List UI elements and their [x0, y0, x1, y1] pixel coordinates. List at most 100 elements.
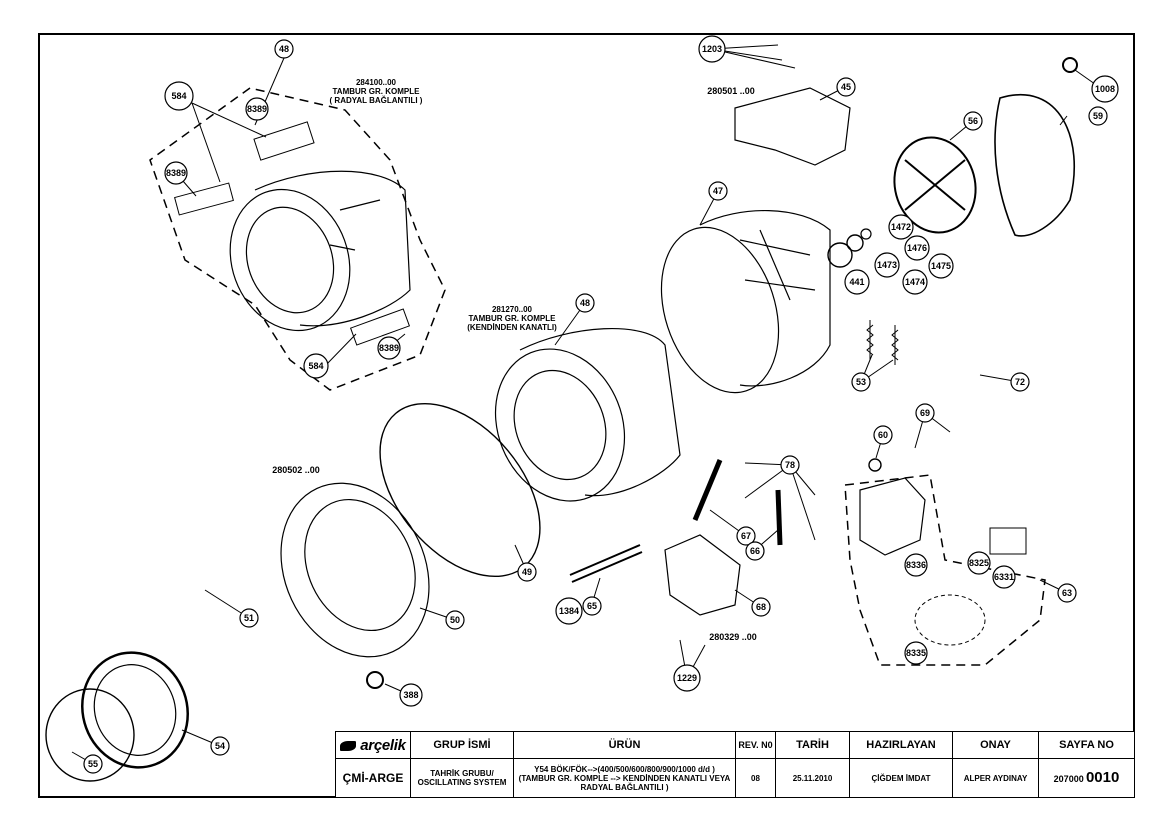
header-prepared: HAZIRLAYAN	[849, 731, 953, 759]
assembly-code: 280329 ..00	[709, 632, 757, 642]
callout-68: 68	[751, 597, 771, 617]
leader-lines	[71, 44, 1103, 765]
spring-53-left	[866, 320, 874, 360]
callout-51: 51	[239, 608, 259, 628]
motor-assembly-boundary	[844, 474, 1046, 666]
callout-65: 65	[582, 596, 602, 616]
seal-ring-49	[379, 402, 541, 578]
nut-60	[868, 458, 882, 472]
callout-label: 584	[171, 91, 186, 101]
callout-1203: 1203	[698, 35, 726, 63]
callout-label: 6331	[994, 572, 1014, 582]
drive-belt-59	[994, 94, 1075, 237]
approved-by: ALPER AYDINAY	[952, 758, 1039, 798]
callout-label: 8325	[969, 558, 989, 568]
paddle-584-bottom	[349, 308, 411, 346]
callout-label: 1008	[1095, 84, 1115, 94]
callout-label: 388	[403, 690, 418, 700]
drum-self-winged-drawing	[494, 327, 681, 502]
callout-label: 56	[968, 116, 978, 126]
callout-label: 8336	[906, 560, 926, 570]
paddle-584-top	[253, 121, 315, 161]
callout-72: 72	[1010, 372, 1030, 392]
callout-label: 441	[849, 277, 864, 287]
callout-label: 8389	[379, 343, 399, 353]
pulley-56	[893, 136, 977, 234]
callout-441: 441	[844, 269, 870, 295]
motor-63	[859, 477, 926, 556]
callout-584: 584	[303, 353, 329, 379]
connector-6331	[989, 527, 1027, 555]
header-date: TARİH	[775, 731, 850, 759]
brand-name: arçelik	[360, 736, 406, 754]
callout-48: 48	[274, 39, 294, 59]
callout-label: 1475	[931, 261, 951, 271]
page-sheet: 0010	[1085, 768, 1120, 786]
callout-label: 67	[741, 531, 751, 541]
callout-47: 47	[708, 181, 728, 201]
brand-logo-mark	[340, 740, 357, 751]
callout-49: 49	[517, 562, 537, 582]
callout-1476: 1476	[904, 235, 930, 261]
counterweight-45	[734, 87, 851, 166]
header-approved: ONAY	[952, 731, 1039, 759]
tub-47-drawing	[660, 210, 831, 394]
callout-label: 1384	[559, 606, 579, 616]
callout-label: 63	[1062, 588, 1072, 598]
callout-78: 78	[780, 455, 800, 475]
door-gasket-54	[81, 651, 189, 769]
callout-label: 1474	[905, 277, 925, 287]
callout-53: 53	[851, 372, 871, 392]
callout-66: 66	[745, 541, 765, 561]
seal-1472	[860, 228, 872, 240]
page-prefix: 207000	[1053, 773, 1084, 784]
callout-label: 584	[308, 361, 323, 371]
callout-56: 56	[963, 111, 983, 131]
callout-label: 66	[750, 546, 760, 556]
callout-59: 59	[1088, 106, 1108, 126]
callout-8389: 8389	[245, 97, 269, 121]
callout-8325: 8325	[967, 551, 991, 575]
callout-54: 54	[210, 736, 230, 756]
callout-67: 67	[736, 526, 756, 546]
page-number: 207000 0010	[1038, 758, 1135, 798]
callout-8336: 8336	[904, 553, 928, 577]
assembly-code: 280502 ..00	[272, 465, 320, 475]
callout-label: 60	[878, 430, 888, 440]
callout-label: 1476	[907, 243, 927, 253]
motor-bracket-280329	[664, 534, 741, 616]
callout-1475: 1475	[928, 253, 954, 279]
callout-label: 1203	[702, 44, 722, 54]
callout-label: 50	[450, 615, 460, 625]
callout-1229: 1229	[673, 664, 701, 692]
callout-label: 47	[713, 186, 723, 196]
gasket-ring-55	[45, 688, 135, 782]
header-rev: REV. N0	[735, 731, 776, 759]
bearing-441	[827, 242, 853, 268]
callout-label: 51	[244, 613, 254, 623]
assembly-code: 280501 ..00	[707, 86, 755, 96]
callout-label: 1229	[677, 673, 697, 683]
heater-1384	[569, 544, 643, 583]
callout-label: 8389	[166, 168, 186, 178]
product-description: Y54 BÖK/FÖK-->(400/500/600/800/900/1000 …	[513, 758, 736, 798]
drum-radial-drawing	[229, 170, 411, 332]
front-tub-50-drawing	[280, 482, 430, 658]
brand-logo: arçelik	[335, 731, 411, 759]
callout-label: 48	[279, 44, 289, 54]
prepared-by: ÇİĞDEM İMDAT	[849, 758, 953, 798]
group-name: TAHRİK GRUBU/ OSCILLATING SYSTEM	[410, 758, 514, 798]
callout-63: 63	[1057, 583, 1077, 603]
drawing-frame	[38, 33, 1135, 798]
callout-label: 78	[785, 460, 795, 470]
callout-label: 59	[1093, 111, 1103, 121]
callout-50: 50	[445, 610, 465, 630]
damper-66	[775, 489, 783, 546]
callout-label: 49	[522, 567, 532, 577]
callout-label: 1472	[891, 222, 911, 232]
door-gasket-inner	[93, 664, 177, 756]
assembly-name: TAMBUR GR. KOMPLE	[333, 87, 421, 96]
assembly-note: ( RADYAL BAĞLANTILI )	[330, 96, 423, 105]
spring-53-right	[891, 325, 899, 365]
